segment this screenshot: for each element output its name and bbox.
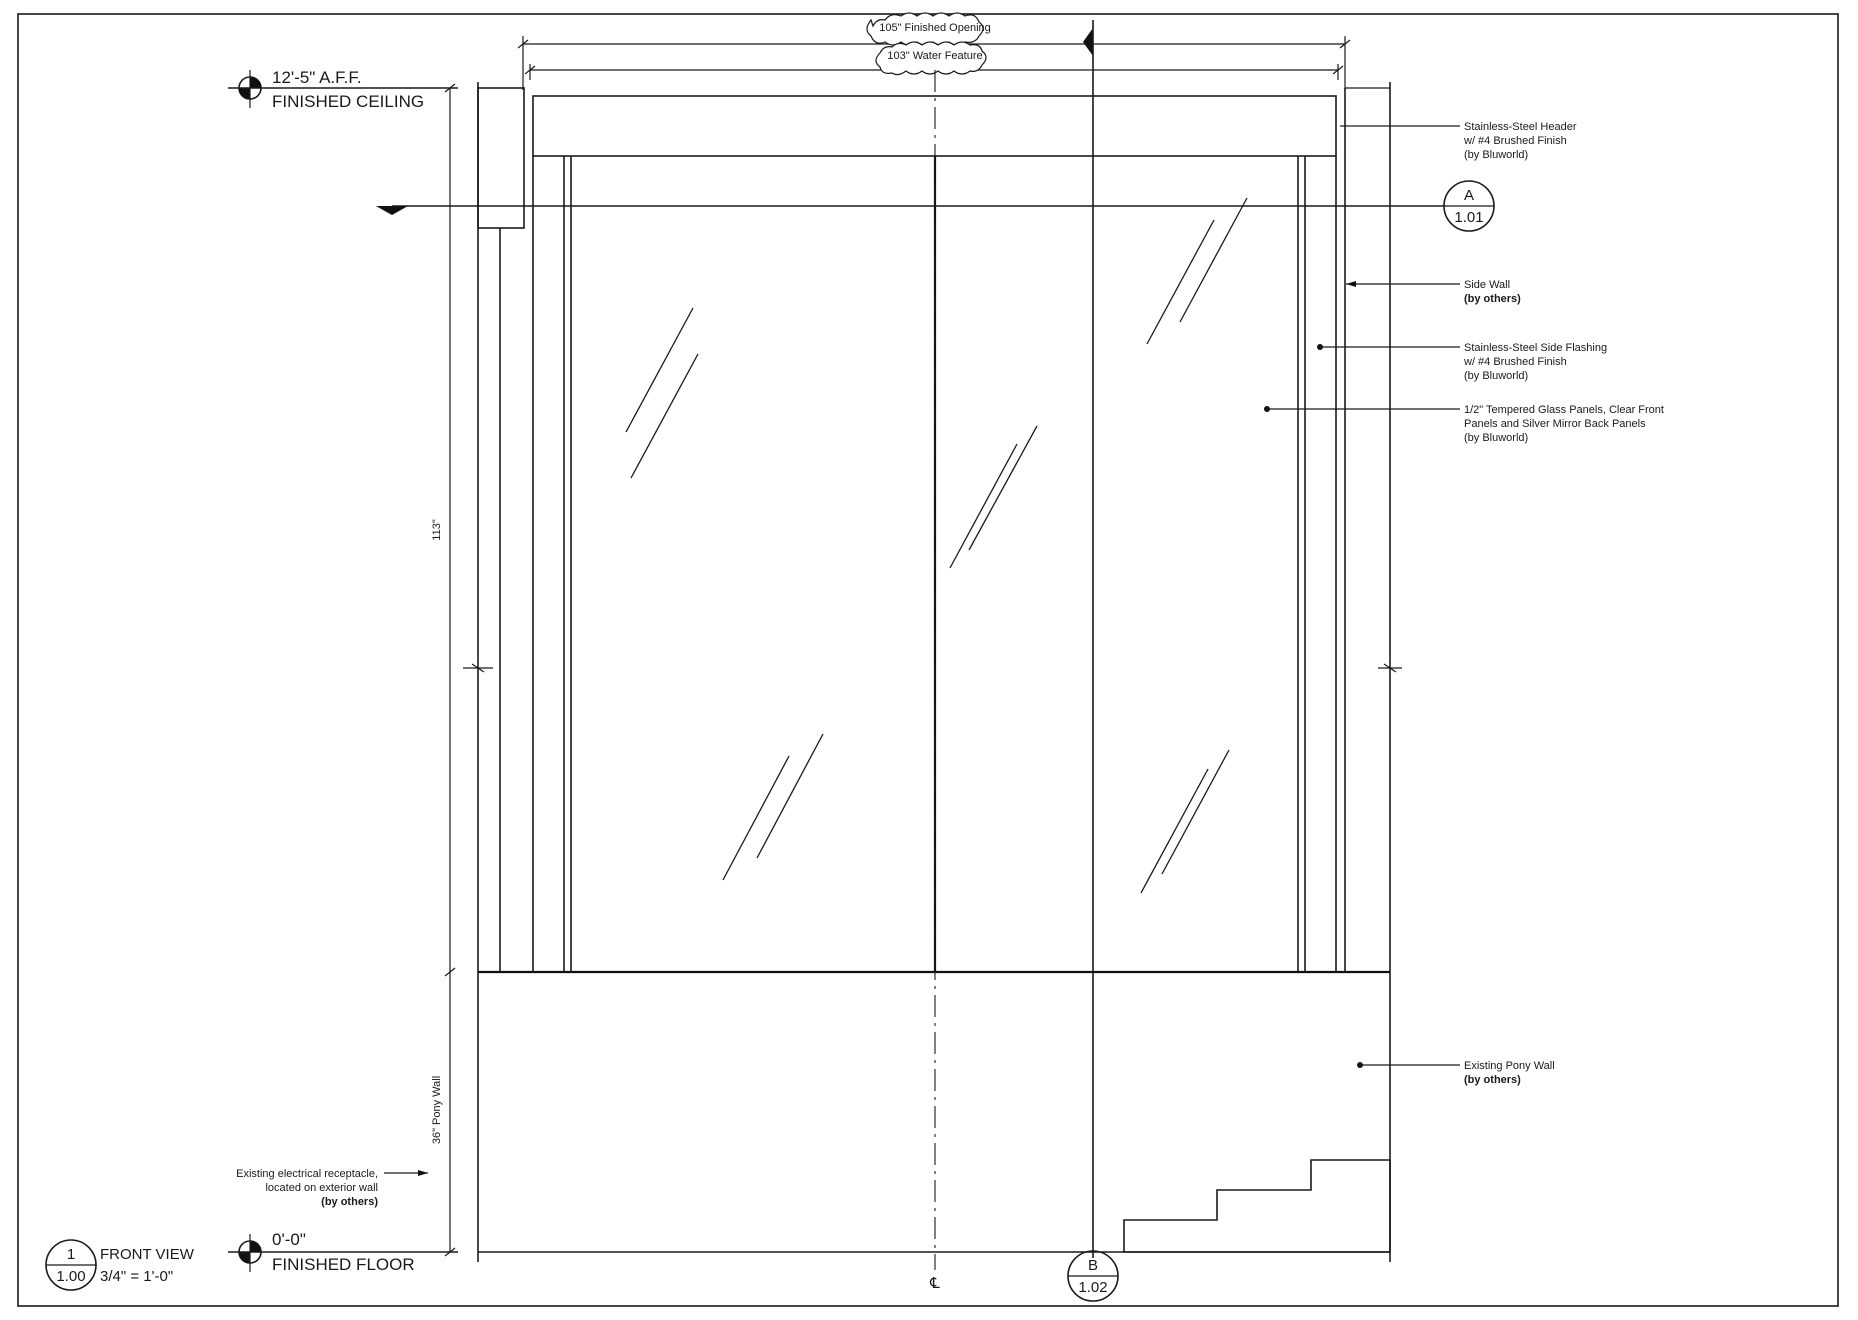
- callout-header-line3: (by Bluworld): [1464, 149, 1528, 161]
- svg-text:Stainless-Steel Header w: Stainless-Steel Header w/ #4 Brushed Fin…: [1463, 121, 1580, 161]
- callout-flashing-line1: Stainless-Steel Side Flashing: [1464, 342, 1607, 354]
- callout-receptacle-line3: (by others): [321, 1196, 378, 1208]
- water-feature-frame: [532, 156, 1337, 972]
- title-name: FRONT VIEW: [100, 1246, 195, 1263]
- callout-glass-line3: (by Bluworld): [1464, 432, 1528, 444]
- callout-glass-line2: Panels and Silver Mirror Back Panels: [1464, 418, 1646, 430]
- left-side-wall: [463, 82, 525, 1262]
- callout-glass-line1: 1/2" Tempered Glass Panels, Clear Front: [1464, 404, 1664, 416]
- drawing-title: 1 1.00 FRONT VIEW 3/4" = 1'-0": [45, 1239, 195, 1291]
- finished-opening-label: 105" Finished Opening: [879, 22, 991, 34]
- svg-text:1/2" Tempered Glass Panels, Cl: 1/2" Tempered Glass Panels, Clear Front …: [1464, 404, 1667, 444]
- floor-name-label: FINISHED FLOOR: [272, 1255, 415, 1274]
- height-113-label: 113": [431, 519, 443, 541]
- right-side-wall: [1344, 82, 1402, 1262]
- glass-reflection-marks: [625, 197, 1248, 894]
- section-b-letter: B: [1088, 1257, 1098, 1274]
- sheet-border: [17, 13, 1839, 1307]
- dimension-height-113: 113": [431, 83, 456, 977]
- callout-receptacle: Existing electrical receptacle, located …: [236, 1168, 428, 1208]
- callout-side-wall: Side Wall (by others): [1346, 279, 1521, 305]
- svg-text:Stainless-Steel Side Flashing: Stainless-Steel Side Flashing w/ #4 Brus…: [1463, 342, 1610, 382]
- dimension-water-feature: 103" Water Feature: [524, 41, 1344, 80]
- callout-glass-panels: 1/2" Tempered Glass Panels, Clear Front …: [1264, 404, 1667, 444]
- ceiling-level-marker: 12'-5" A.F.F. FINISHED CEILING: [228, 68, 458, 111]
- callout-side-flashing: Stainless-Steel Side Flashing w/ #4 Brus…: [1317, 342, 1610, 382]
- pony-wall-dim-label: 36" Pony Wall: [431, 1076, 443, 1144]
- callout-header-line1: Stainless-Steel Header: [1464, 121, 1577, 133]
- callout-flashing-line2: w/ #4 Brushed Finish: [1463, 356, 1567, 368]
- pony-wall-hatch: [1123, 1159, 1391, 1253]
- title-scale: 3/4" = 1'-0": [100, 1268, 173, 1285]
- callout-side-wall-line2: (by others): [1464, 293, 1521, 305]
- title-number: 1: [67, 1246, 75, 1263]
- section-a-cut: A 1.01: [376, 180, 1495, 232]
- section-a-sheet: 1.01: [1454, 209, 1483, 226]
- ceiling-elevation-label: 12'-5" A.F.F.: [272, 68, 362, 87]
- ceiling-name-label: FINISHED CEILING: [272, 92, 424, 111]
- callout-receptacle-line1: Existing electrical receptacle,: [236, 1168, 378, 1180]
- section-a-letter: A: [1464, 187, 1474, 204]
- centerline-symbol: ℄: [929, 1275, 940, 1292]
- callout-pony-wall-line1: Existing Pony Wall: [1464, 1060, 1555, 1072]
- callout-pony-wall-line2: (by others): [1464, 1074, 1521, 1086]
- dimension-pony-wall: 36" Pony Wall: [431, 972, 456, 1257]
- floor-level-marker: 0'-0" FINISHED FLOOR: [228, 1230, 458, 1274]
- callout-flashing-line3: (by Bluworld): [1464, 370, 1528, 382]
- callout-header-line2: w/ #4 Brushed Finish: [1463, 135, 1567, 147]
- section-b-sheet: 1.02: [1078, 1279, 1107, 1296]
- floor-elevation-label: 0'-0": [272, 1230, 306, 1249]
- title-sheet: 1.00: [56, 1268, 85, 1285]
- section-b-cut-top: [1083, 20, 1094, 1258]
- callout-pony-wall: Existing Pony Wall (by others): [1357, 1060, 1555, 1086]
- callout-side-wall-line1: Side Wall: [1464, 279, 1510, 291]
- callout-receptacle-line2: located on exterior wall: [265, 1182, 378, 1194]
- callout-header: Stainless-Steel Header w/ #4 Brushed Fin…: [1340, 121, 1580, 161]
- water-feature-label: 103" Water Feature: [887, 50, 982, 62]
- section-b-marker: B 1.02: [1067, 1250, 1119, 1302]
